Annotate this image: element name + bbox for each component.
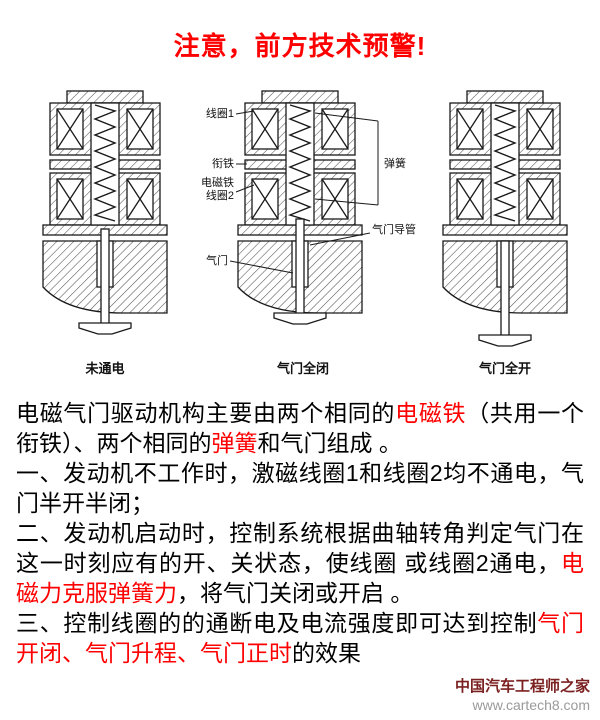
highlight-magnetic-force: 电磁力克服弹簧力 [16, 550, 584, 606]
valve-actuator-figure: 线圈1 衔铁 电磁铁 线圈2 气门 弹簧 气门导管 未通电 气门全闭 气门全开 [0, 73, 600, 390]
label-armature: 衔铁 [212, 157, 234, 170]
leader-lines [229, 110, 379, 274]
label-coil1: 线圈1 [206, 106, 234, 120]
text-segment: 和气门组成 。 [257, 430, 402, 456]
paragraph-point3: 三、控制线圈的的通断电及电流强度即可达到控制气门开闭、气门升程、气门正时的效果 [16, 608, 584, 668]
label-coil2: 线圈2 [206, 188, 234, 202]
page-title: 注意，前方技术预警! [173, 31, 427, 61]
label-valve-guide: 气门导管 [372, 222, 416, 236]
valve-actuator-diagram: 线圈1 衔铁 电磁铁 线圈2 气门 弹簧 气门导管 未通电 气门全闭 气门全开 [42, 90, 568, 376]
caption-valve-closed: 气门全闭 [277, 361, 329, 376]
watermark-site-url: www.cartech8.com [472, 696, 590, 713]
text-segment: ，将气门关闭或开启 。 [177, 580, 414, 606]
article-body: 电磁气门驱动机构主要由两个相同的电磁铁（共用一个衔铁）、两个相同的弹簧和气门组成… [0, 398, 600, 668]
caption-deenergized: 未通电 [84, 361, 124, 376]
actuator-valve-closed [237, 90, 363, 325]
label-spring: 弹簧 [384, 156, 406, 170]
caption-valve-open: 气门全开 [479, 361, 531, 376]
text-segment: 电磁气门驱动机构主要由两个相同的 [16, 400, 396, 426]
watermark: 中国汽车工程师之家 www.cartech8.com [455, 678, 590, 714]
label-electromagnet: 电磁铁 [201, 176, 234, 189]
paragraph-intro: 电磁气门驱动机构主要由两个相同的电磁铁（共用一个衔铁）、两个相同的弹簧和气门组成… [16, 398, 584, 458]
text-segment: 一、发动机不工作时，激磁线圈1和线圈2均不通电，气门半开半闭； [16, 460, 584, 516]
text-segment: 三、控制线圈的的通断电及电流强度即可达到控制 [16, 610, 538, 636]
highlight-valve-control: 气门开闭、气门升程、气门正时 [16, 610, 585, 666]
paragraph-point1: 一、发动机不工作时，激磁线圈1和线圈2均不通电，气门半开半闭； [16, 458, 584, 518]
watermark-site-name: 中国汽车工程师之家 [454, 677, 590, 695]
text-segment: 二、发动机启动时，控制系统根据曲轴转角判定气门在这一时刻应有的开、关状态，使线圈… [16, 520, 584, 576]
actuator-deenergized [42, 90, 168, 335]
actuator-valve-open [442, 90, 568, 347]
label-valve: 气门 [206, 253, 228, 267]
paragraph-point2: 二、发动机启动时，控制系统根据曲轴转角判定气门在这一时刻应有的开、关状态，使线圈… [16, 518, 584, 608]
text-segment: （共用一个衔铁）、两个相同的 [16, 400, 585, 456]
highlight-electromagnet: 电磁铁 [395, 400, 467, 426]
text-segment: 的效果 [292, 640, 361, 666]
highlight-spring: 弹簧 [211, 430, 258, 456]
